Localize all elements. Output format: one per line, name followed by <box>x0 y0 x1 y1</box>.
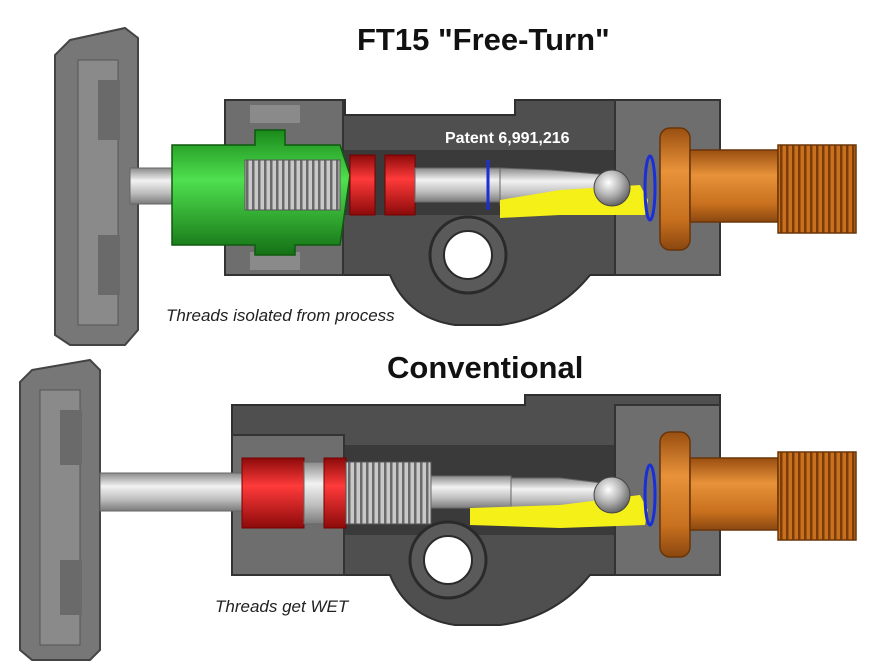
conventional-outlet-fitting <box>659 431 857 558</box>
ft15-seal-1 <box>349 154 376 216</box>
conventional-caption: Threads get WET <box>215 597 349 616</box>
ft15-nut-flat <box>250 252 300 270</box>
ft15-nut-flat <box>250 105 300 123</box>
conventional-side-port <box>408 520 488 600</box>
conventional-handle <box>19 358 101 661</box>
conventional-seal <box>323 457 347 529</box>
ft15-title: FT15 "Free-Turn" <box>357 22 610 57</box>
conventional-title: Conventional <box>387 350 584 385</box>
conventional-outlet-oring <box>643 463 657 527</box>
ft15-handle <box>54 26 139 346</box>
conventional-valve <box>19 358 857 661</box>
ft15-inner-stem <box>414 167 501 203</box>
ft15-caption: Threads isolated from process <box>166 306 395 325</box>
patent-label: Patent 6,991,216 <box>445 130 570 147</box>
ft15-ball <box>593 169 631 207</box>
conventional-wet-threads <box>345 461 432 525</box>
ft15-seal-2 <box>384 154 416 216</box>
conventional-ball <box>593 476 631 514</box>
ft15-outlet-fitting <box>659 127 857 251</box>
conventional-inner-stem <box>430 475 512 509</box>
ft15-outlet-oring <box>643 154 657 222</box>
ft15-valve <box>54 26 857 346</box>
conventional-stem <box>99 472 246 512</box>
ft15-side-port <box>428 215 508 295</box>
conventional-gland <box>303 461 325 525</box>
conventional-packing <box>241 457 305 529</box>
ft15-stem-threads <box>244 159 341 211</box>
